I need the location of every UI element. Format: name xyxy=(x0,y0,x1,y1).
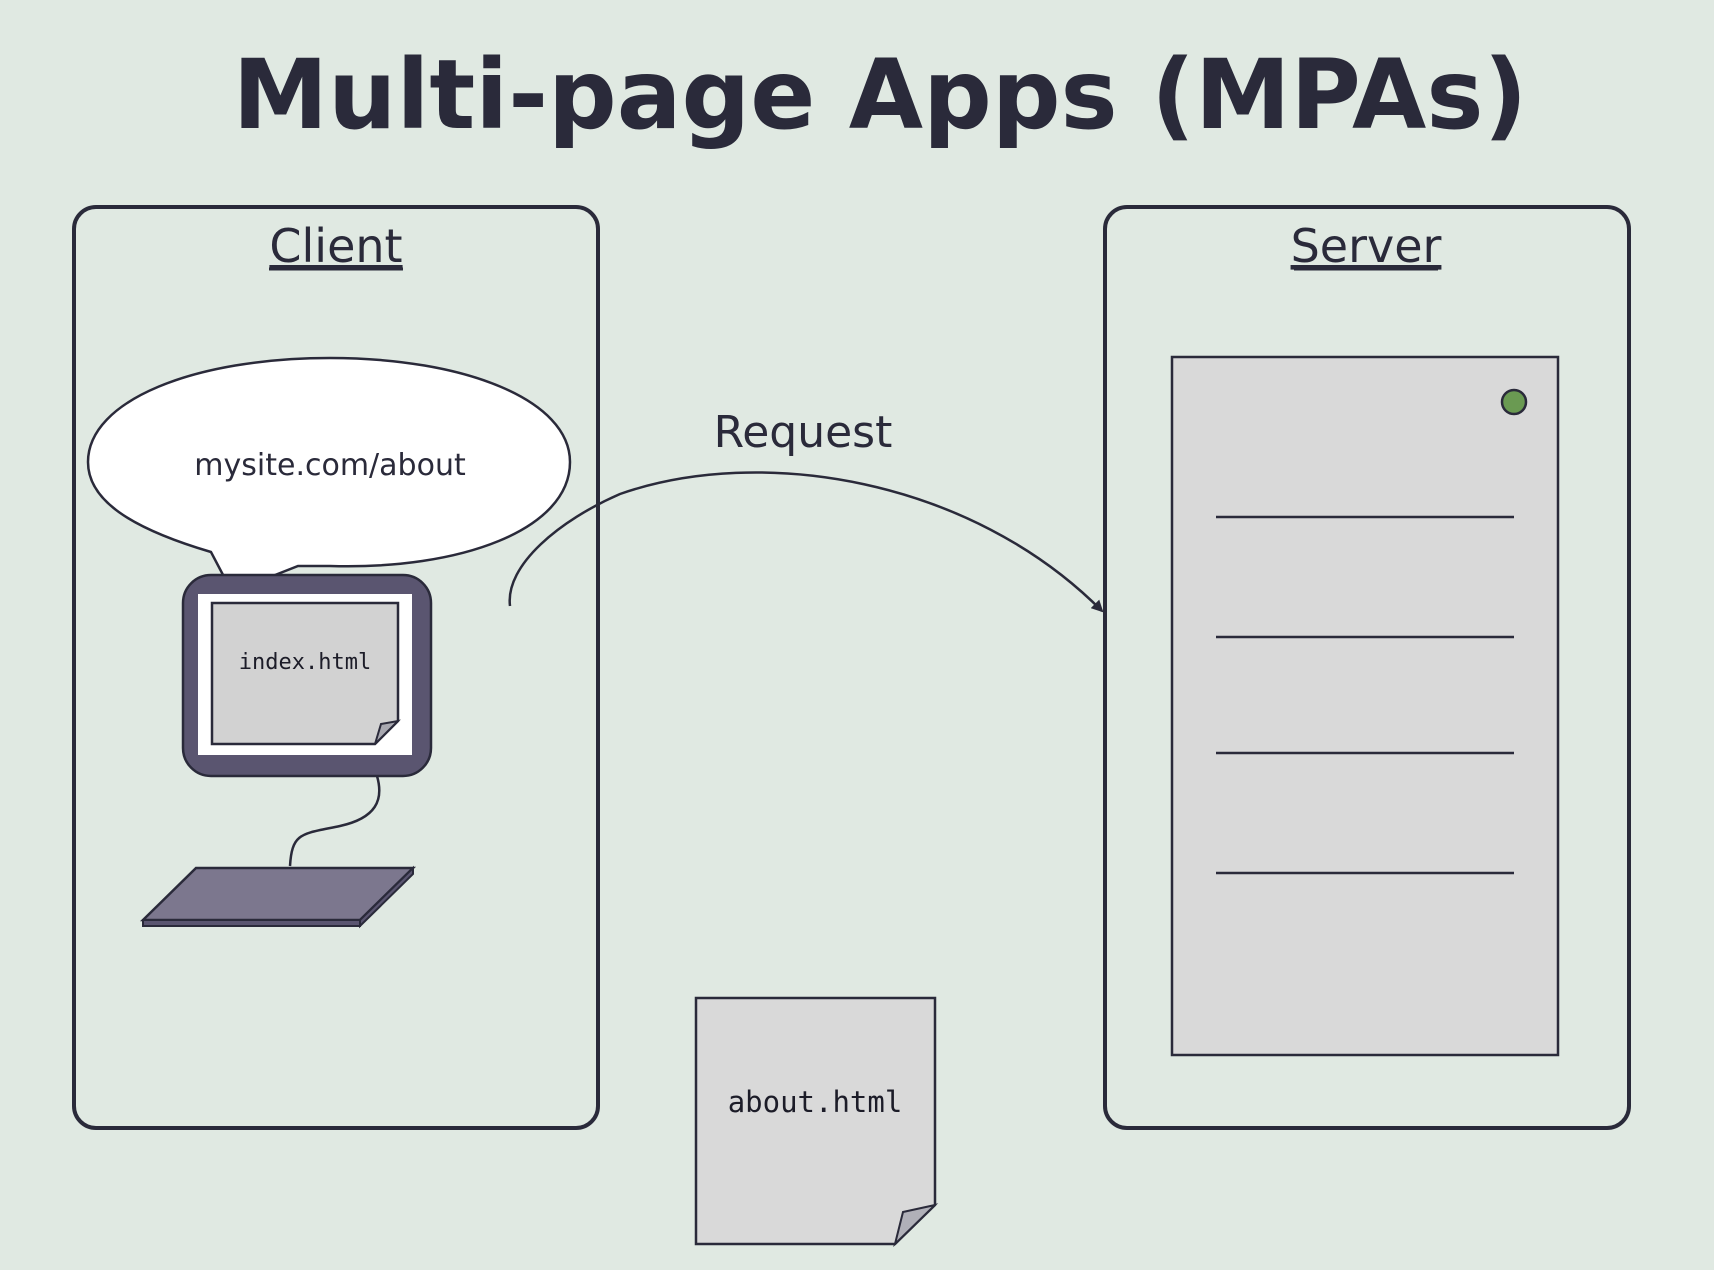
file-icon xyxy=(694,996,939,1248)
server-rack-icon xyxy=(1170,355,1560,1057)
monitor-icon xyxy=(181,573,433,778)
speech-bubble-icon xyxy=(86,356,572,594)
monitor-file-name: index.html xyxy=(239,650,371,675)
request-label: Request xyxy=(714,407,893,458)
keyboard-icon xyxy=(139,865,417,929)
client-panel xyxy=(72,205,600,1130)
page-title: Multi-page Apps (MPAs) xyxy=(233,39,1528,151)
request-arrow xyxy=(508,471,1104,613)
monitor-cable xyxy=(288,775,381,867)
server-panel xyxy=(1103,205,1631,1130)
status-led-icon xyxy=(1500,388,1528,416)
speech-bubble-text: mysite.com/about xyxy=(194,448,466,483)
server-label: Server xyxy=(1291,219,1442,273)
document-file-name: about.html xyxy=(728,1085,903,1119)
client-label: Client xyxy=(269,219,402,273)
